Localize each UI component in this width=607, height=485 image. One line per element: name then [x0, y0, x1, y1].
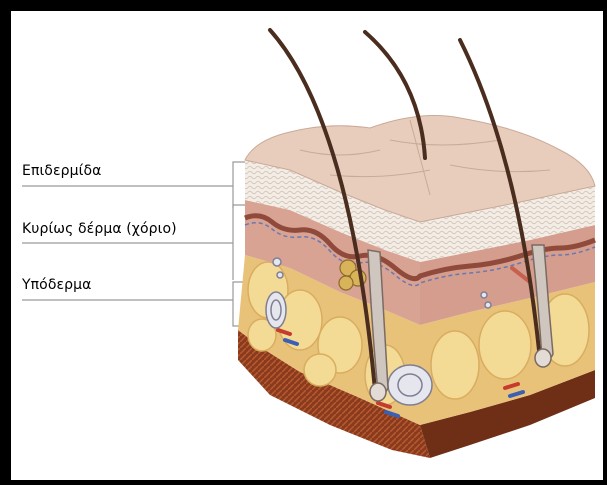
label-hypodermis: Υπόδερμα	[22, 277, 92, 293]
label-dermis: Κυρίως δέρμα (χόριο)	[22, 221, 177, 237]
label-leader-lines	[22, 162, 248, 326]
label-epidermis: Επιδερμίδα	[22, 163, 101, 179]
